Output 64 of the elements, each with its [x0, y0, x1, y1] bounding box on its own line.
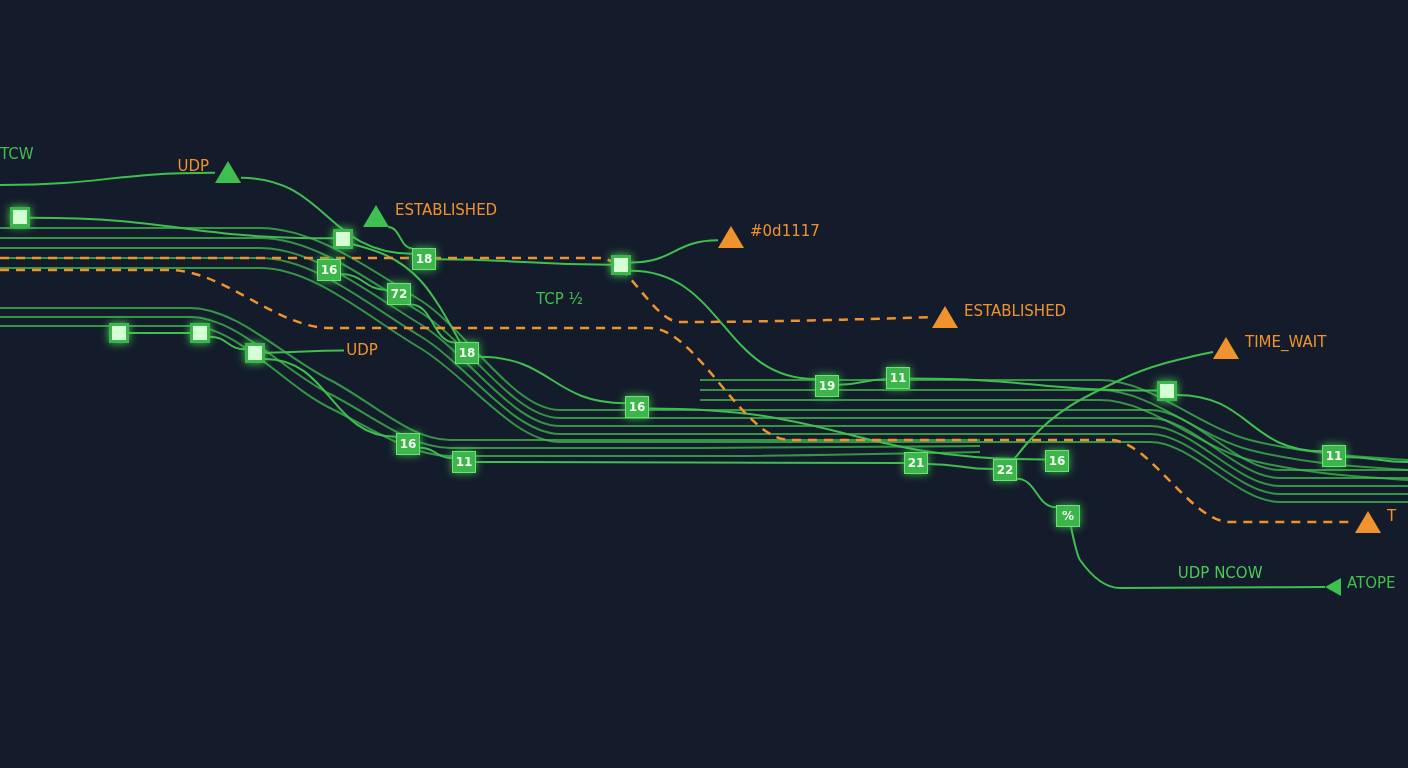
state-label: ESTABLISHED [395, 201, 498, 219]
connection-line [264, 357, 397, 438]
connection-line [1013, 350, 1214, 460]
triangle-marker [1325, 578, 1341, 596]
connection-line [909, 377, 1158, 392]
numbered-square-node: 18 [412, 248, 436, 270]
triangle-marker [215, 161, 241, 183]
protocol-label: TCW [0, 145, 34, 163]
connection-line [387, 226, 413, 250]
connection-line [240, 176, 413, 255]
connection-line [1176, 393, 1323, 453]
connection-line [128, 332, 191, 334]
connection-line [410, 303, 456, 344]
connection-line [419, 446, 453, 460]
connection-line [352, 243, 461, 343]
connection-line [927, 462, 994, 471]
protocol-label: TCP ½ [536, 290, 584, 308]
state-label: ESTABLISHED [964, 302, 1067, 320]
connection-line [1070, 526, 1326, 589]
connection-line [1345, 455, 1408, 463]
numbered-square-node: 11 [1322, 445, 1346, 467]
numbered-square-node: 16 [1045, 450, 1069, 472]
numbered-square-node: 16 [317, 259, 341, 281]
state-label: #0d1117 [750, 222, 820, 240]
triangle-marker [932, 306, 958, 328]
numbered-square-node: 18 [455, 342, 479, 364]
triangle-marker [363, 205, 389, 227]
connection-line [209, 335, 246, 351]
triangle-marker [718, 226, 744, 248]
connection-line [630, 239, 719, 264]
numbered-square-node: 11 [452, 451, 476, 473]
triangle-marker [1213, 337, 1239, 359]
connection-line [630, 269, 816, 380]
numbered-square-node: 16 [396, 433, 420, 455]
connection-line [478, 355, 626, 405]
square-node [611, 255, 631, 275]
numbered-square-node: 11 [886, 367, 910, 389]
square-node [190, 323, 210, 343]
connection-line [648, 407, 1046, 461]
numbered-square-node: 19 [815, 375, 839, 397]
numbered-square-node: 22 [993, 459, 1017, 481]
square-node [109, 323, 129, 343]
state-label: ATOPE [1347, 574, 1396, 592]
numbered-square-node: % [1056, 505, 1080, 527]
triangle-marker [1355, 511, 1381, 533]
numbered-square-node: 21 [904, 452, 928, 474]
connection-line [0, 171, 216, 186]
connection-line [475, 461, 905, 464]
square-node [333, 229, 353, 249]
state-label: UDP [177, 157, 209, 175]
connection-line [1016, 477, 1057, 509]
connection-line [264, 349, 345, 354]
connection-line [340, 273, 388, 291]
connection-line [29, 216, 334, 240]
numbered-square-node: 72 [387, 283, 411, 305]
connection-line [838, 378, 887, 386]
state-label: T [1387, 507, 1397, 525]
square-node [245, 343, 265, 363]
numbered-square-node: 16 [625, 396, 649, 418]
protocol-text: UDP [344, 340, 380, 360]
square-node [1157, 381, 1177, 401]
connection-line [435, 258, 612, 266]
state-label: TIME_WAIT [1245, 333, 1327, 351]
square-node [10, 207, 30, 227]
